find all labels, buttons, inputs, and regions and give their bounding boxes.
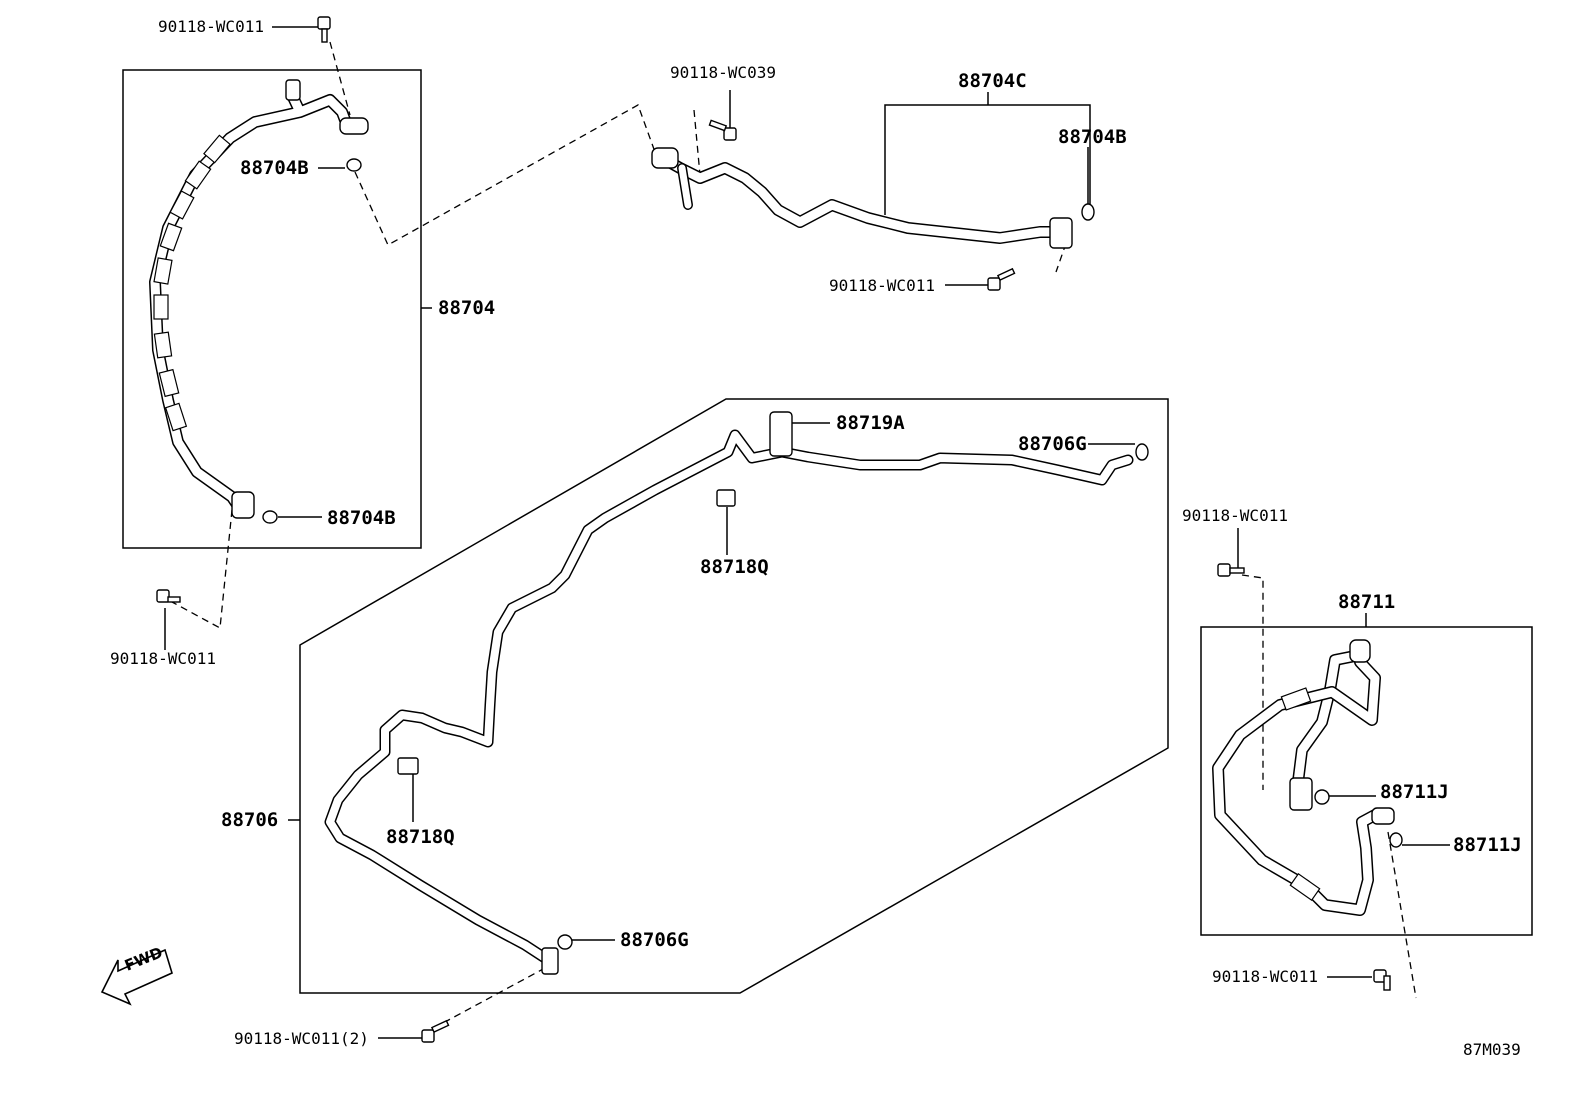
clamp-88719a [769,411,793,457]
assembly-box-88706 [299,398,1169,994]
o-ring-icon [1135,443,1149,461]
bolt-icon [317,16,331,43]
label-clamp-88718q-top: 88718Q [700,556,769,578]
fwd-arrow-icon [100,948,173,1006]
label-bolt-top-center: 90118-WC039 [670,63,776,82]
o-ring-icon [1081,203,1095,221]
label-oring-upper-left: 88704B [240,157,309,179]
label-hose-88711: 88711 [1338,591,1396,613]
bolt-icon [987,267,1016,291]
label-oring-lower-left: 88704B [327,507,396,529]
bolt-icon [1373,969,1391,991]
label-oring-upper-right: 88704B [1058,126,1127,148]
bolt-icon [708,119,737,141]
bolt-icon [421,1019,450,1043]
label-oring-88711j-lower: 88711J [1453,834,1522,856]
clamp-88718q-top [716,489,736,507]
bolt-icon [1217,563,1245,577]
label-bolt-top-left: 90118-WC011 [158,17,264,36]
label-bolt-bottom-center: 90118-WC011(2) [234,1029,369,1048]
label-oring-88706g-bottom: 88706G [620,929,689,951]
label-bolt-right-top: 90118-WC011 [1182,506,1288,525]
label-oring-88706g-top: 88706G [1018,433,1087,455]
o-ring-icon [557,934,573,950]
label-bolt-bottom-left: 90118-WC011 [110,649,216,668]
o-ring-icon [1389,832,1403,848]
assembly-box-88704 [122,69,422,549]
label-hose-88704: 88704 [438,297,496,319]
bolt-icon [156,589,181,603]
label-clamp-88719a: 88719A [836,412,905,434]
tube-88706 [324,429,1134,966]
label-oring-88711j-upper: 88711J [1380,781,1449,803]
o-ring-icon [1314,789,1330,805]
o-ring-icon [262,510,278,524]
label-tube-88704c: 88704C [958,70,1027,92]
label-bolt-upper-right: 90118-WC011 [829,276,935,295]
label-tube-88706: 88706 [221,809,279,831]
clamp-88718q-bottom [397,757,419,775]
label-bolt-right-bottom: 90118-WC011 [1212,967,1318,986]
diagram-code: 87M039 [1463,1040,1521,1059]
label-clamp-88718q-bottom: 88718Q [386,826,455,848]
o-ring-icon [346,158,362,172]
bracket-88704c [884,104,1091,215]
